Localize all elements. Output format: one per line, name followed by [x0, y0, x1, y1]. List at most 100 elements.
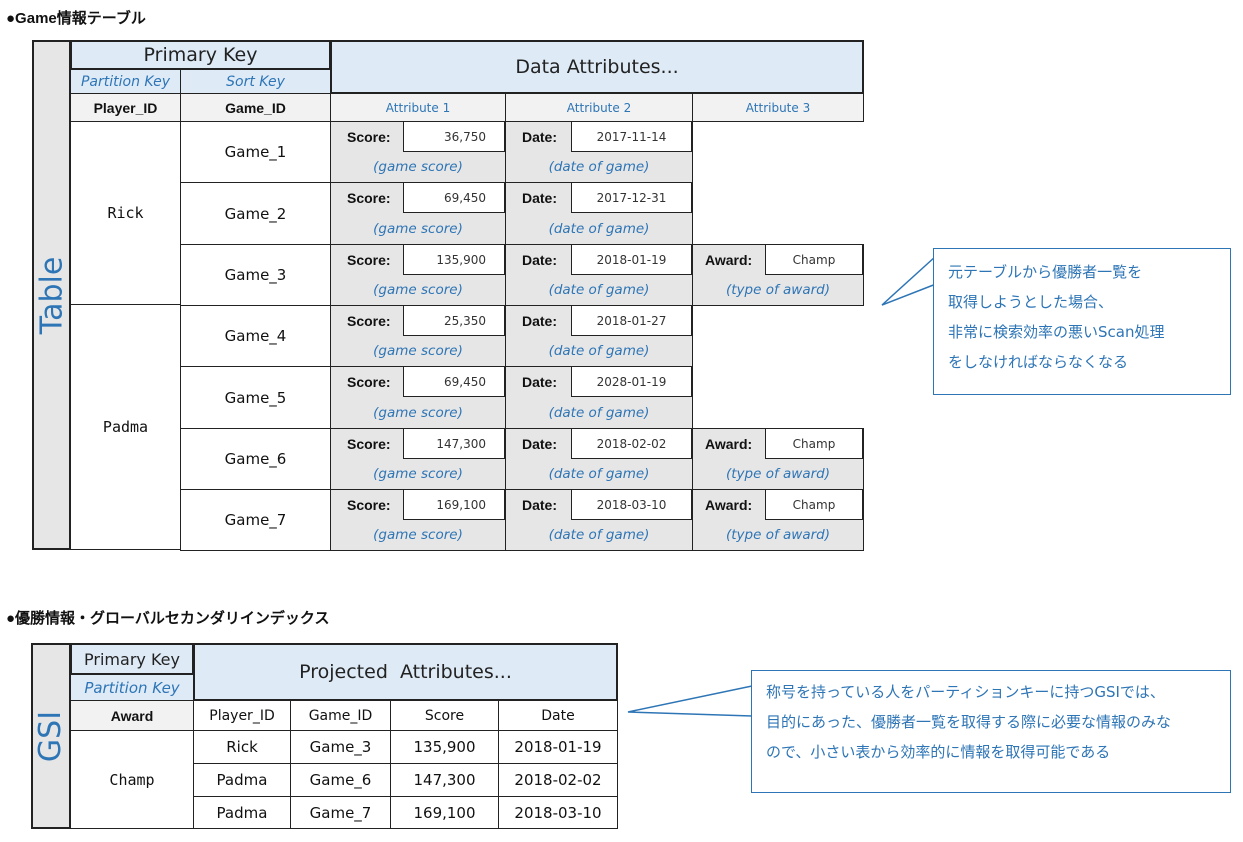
attribute-date-cell: Date: 2018-01-27 (date of game): [505, 305, 693, 367]
date-label: Date:: [522, 190, 558, 206]
gsi-score-cell: 169,100: [390, 796, 499, 829]
date-value: 2018-01-27: [571, 306, 692, 336]
column-header-attribute-1: Attribute 1: [330, 93, 506, 122]
game-id-cell: Game_6: [180, 428, 331, 490]
data-attributes-header: Data Attributes...: [330, 40, 864, 94]
date-value: 2017-11-14: [571, 122, 692, 152]
date-note: (date of game): [548, 220, 650, 237]
date-value: 2018-03-10: [571, 490, 692, 520]
gsi-player-id-cell: Padma: [193, 763, 291, 797]
score-note: (game score): [373, 466, 463, 482]
award-label: Award:: [705, 252, 753, 268]
gsi-partition-key-label: Partition Key: [70, 674, 194, 701]
section-title-table: ●Game情報テーブル: [6, 10, 146, 27]
table-side-label: Table: [32, 40, 71, 550]
gsi-score-cell: 135,900: [390, 730, 499, 764]
score-note: (game score): [373, 220, 463, 237]
attribute-date-cell: Date:2018-03-10(date of game): [505, 489, 693, 551]
score-value: 135,900: [403, 245, 505, 275]
score-label: Score:: [347, 190, 391, 206]
callout-1-line: をしなければならなくなる: [948, 353, 1129, 371]
gsi-player-id-cell: Padma: [193, 796, 291, 829]
gsi-game-id-cell: Game_7: [290, 796, 391, 829]
attribute-date-cell: Date:2018-02-02(date of game): [505, 428, 693, 490]
score-note: (game score): [373, 343, 463, 359]
callout-2: 称号を持っている人をパーティションキーに持つGSIでは、 目的にあった、優勝者一…: [751, 670, 1231, 793]
award-value: Champ: [765, 490, 863, 520]
score-value: 69,450: [403, 367, 505, 397]
player-cell-padma: Padma: [70, 304, 181, 550]
gsi-date-cell: 2018-03-10: [498, 796, 618, 829]
attribute-award-cell: Award: Champ (type of award): [692, 428, 864, 490]
date-label: Date:: [522, 252, 558, 268]
callout-1-pointer: [881, 255, 937, 306]
score-value: 69,450: [403, 183, 505, 213]
column-header-attribute-2: Attribute 2: [505, 93, 693, 122]
attribute-score-cell: Score: 135,900 (game score): [330, 244, 506, 306]
column-header-player-id: Player_ID: [70, 93, 181, 122]
date-value: 2018-02-02: [571, 429, 692, 459]
player-cell-rick: Rick: [70, 121, 181, 305]
gsi-column-header-date: Date: [498, 700, 618, 731]
score-value: 169,100: [403, 490, 505, 520]
callout-2-pointer: [627, 685, 753, 717]
date-note: (date of game): [548, 343, 650, 359]
score-label: Score:: [347, 252, 391, 268]
award-note: (type of award): [726, 466, 830, 482]
gsi-column-header-award: Award: [70, 700, 194, 731]
score-value: 36,750: [403, 122, 505, 152]
gsi-date-cell: 2018-01-19: [498, 730, 618, 764]
game-id-cell: Game_2: [180, 182, 331, 245]
date-label: Date:: [522, 129, 558, 145]
award-value: Champ: [765, 429, 863, 459]
game-id-cell: Game_1: [180, 121, 331, 183]
gsi-date-cell: 2018-02-02: [498, 763, 618, 797]
date-note: (date of game): [548, 466, 650, 482]
column-header-attribute-3: Attribute 3: [692, 93, 864, 122]
attribute-date-cell: Date: 2018-01-19 (date of game): [505, 244, 693, 306]
section-title-gsi: ●優勝情報・グローバルセカンダリインデックス: [6, 610, 330, 627]
score-note: (game score): [373, 404, 463, 421]
attribute-award-cell: Award:Champ(type of award): [692, 244, 864, 306]
callout-1: 元テーブルから優勝者一覧を 取得しようとした場合、 非常に検索効率の悪いScan…: [933, 248, 1231, 395]
callout-1-line: 元テーブルから優勝者一覧を: [948, 263, 1143, 281]
score-label: Score:: [347, 313, 391, 329]
attribute-score-cell: Score: 69,450 (game score): [330, 182, 506, 245]
game-id-cell: Game_4: [180, 305, 331, 367]
date-label: Date:: [522, 313, 558, 329]
game-id-cell: Game_7: [180, 489, 331, 551]
game-id-cell: Game_3: [180, 244, 331, 306]
attribute-date-cell: Date:2017-12-31(date of game): [505, 182, 693, 245]
score-label: Score:: [347, 129, 391, 145]
callout-2-line: 称号を持っている人をパーティションキーに持つGSIでは、: [766, 683, 1165, 701]
game-id-cell: Game_5: [180, 366, 331, 429]
score-note: (game score): [373, 282, 463, 298]
projected-attributes-header: Projected Attributes...: [193, 643, 618, 701]
attribute-date-cell: Date: 2017-11-14 (date of game): [505, 121, 693, 183]
award-note: (type of award): [726, 282, 830, 298]
date-value: 2018-01-19: [571, 245, 692, 275]
gsi-score-cell: 147,300: [390, 763, 499, 797]
gsi-game-id-cell: Game_3: [290, 730, 391, 764]
award-note: (type of award): [726, 527, 830, 543]
gsi-column-header-game-id: Game_ID: [290, 700, 391, 731]
callout-2-line: 目的にあった、優勝者一覧を取得する際に必要な情報のみな: [766, 713, 1172, 731]
date-note: (date of game): [548, 159, 650, 175]
attribute-score-cell: Score:147,300(game score): [330, 428, 506, 490]
callout-2-line: ので、小さい表から効率的に情報を取得可能である: [766, 743, 1111, 761]
award-label: Award:: [705, 436, 753, 452]
gsi-column-header-player-id: Player_ID: [193, 700, 291, 731]
attribute-date-cell: Date:2028-01-19(date of game): [505, 366, 693, 429]
attribute-score-cell: Score:169,100(game score): [330, 489, 506, 551]
sort-key-label: Sort Key: [180, 69, 331, 94]
score-label: Score:: [347, 497, 391, 513]
gsi-game-id-cell: Game_6: [290, 763, 391, 797]
callout-1-line: 非常に検索効率の悪いScan処理: [948, 323, 1165, 341]
primary-key-header: Primary Key: [70, 40, 331, 70]
column-header-game-id: Game_ID: [180, 93, 331, 122]
score-label: Score:: [347, 436, 391, 452]
gsi-primary-key-header: Primary Key: [70, 643, 194, 675]
date-note: (date of game): [548, 527, 650, 543]
date-note: (date of game): [548, 282, 650, 298]
award-label: Award:: [705, 497, 753, 513]
